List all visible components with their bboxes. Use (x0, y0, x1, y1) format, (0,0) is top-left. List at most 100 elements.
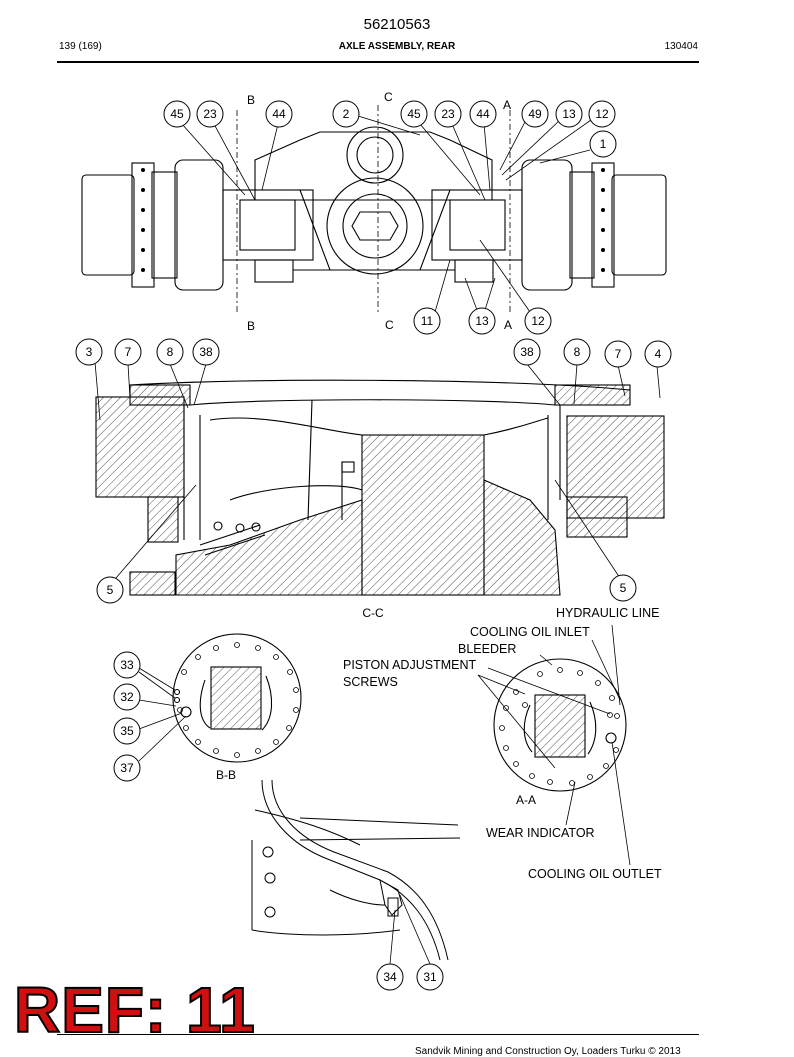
callout-31: 31 (416, 963, 444, 991)
header-rule (57, 61, 699, 63)
footer-copyright: Sandvik Mining and Construction Oy, Load… (415, 1046, 681, 1057)
callout-11: 11 (413, 307, 441, 335)
hub-bolts (141, 168, 605, 272)
svg-text:3: 3 (86, 345, 93, 359)
callout-23b: 23 (434, 100, 462, 128)
callout-23: 23 (196, 100, 224, 128)
date-code: 130404 (664, 41, 698, 52)
callout-7b: 7 (604, 340, 632, 368)
svg-text:7: 7 (615, 347, 622, 361)
svg-text:23: 23 (203, 107, 217, 121)
svg-text:A: A (503, 98, 511, 112)
svg-text:45: 45 (170, 107, 184, 121)
svg-text:12: 12 (595, 107, 609, 121)
label-bleeder: BLEEDER (458, 642, 516, 656)
svg-text:5: 5 (107, 583, 114, 597)
section-cc-label: C-C (362, 606, 384, 620)
label-piston-adjustment: PISTON ADJUSTMENT (343, 658, 476, 672)
callout-4: 4 (644, 340, 672, 368)
callout-13b: 13 (468, 307, 496, 335)
callout-3: 3 (75, 338, 103, 366)
aa-bolt-ring (499, 667, 620, 786)
callout-38b: 38 (513, 338, 541, 366)
callout-2: 2 (332, 100, 360, 128)
svg-text:38: 38 (199, 345, 213, 359)
section-aa-drawing (493, 658, 627, 792)
svg-text:33: 33 (120, 658, 134, 672)
section-cc-callouts: 3 7 8 38 38 8 7 4 5 5 (75, 338, 672, 604)
callout-5b: 5 (609, 574, 637, 602)
svg-text:34: 34 (383, 970, 397, 984)
section-bb-label: B-B (216, 768, 236, 782)
svg-text:4: 4 (655, 347, 662, 361)
svg-text:11: 11 (421, 314, 434, 328)
section-aa-label: A-A (516, 793, 536, 807)
footer-rule (57, 1034, 699, 1035)
label-cooling-oil-inlet: COOLING OIL INLET (470, 625, 590, 639)
svg-text:38: 38 (520, 345, 534, 359)
svg-text:23: 23 (441, 107, 455, 121)
detail-view-drawing (251, 779, 461, 961)
section-aa-leaders (477, 624, 631, 866)
callout-33: 33 (113, 651, 141, 679)
callout-1: 1 (589, 130, 617, 158)
label-screws: SCREWS (343, 675, 398, 689)
svg-text:12: 12 (531, 314, 545, 328)
callout-32: 32 (113, 683, 141, 711)
callout-8b: 8 (563, 338, 591, 366)
callout-37: 37 (113, 754, 141, 782)
svg-text:49: 49 (528, 107, 542, 121)
callout-5: 5 (96, 576, 124, 604)
label-hydraulic-line: HYDRAULIC LINE (556, 606, 660, 620)
top-view-axle (81, 126, 667, 291)
svg-text:13: 13 (562, 107, 576, 121)
svg-text:13: 13 (475, 314, 489, 328)
section-marks: B C A B C A (247, 90, 512, 333)
top-view-callouts: 45 23 44 2 45 23 44 49 13 12 1 11 13 12 (163, 100, 617, 335)
section-bb-callouts: 33 32 35 37 (113, 651, 141, 782)
svg-text:8: 8 (574, 345, 581, 359)
callout-45: 45 (163, 100, 191, 128)
label-cooling-oil-outlet: COOLING OIL OUTLET (528, 867, 662, 881)
detail-view-callouts: 34 31 (376, 963, 444, 991)
page-number: 139 (169) (59, 41, 102, 52)
section-bb-leaders (138, 667, 187, 762)
svg-text:5: 5 (620, 581, 627, 595)
callout-45b: 45 (400, 100, 428, 128)
callout-12: 12 (588, 100, 616, 128)
label-wear-indicator: WEAR INDICATOR (486, 826, 595, 840)
callout-35: 35 (113, 717, 141, 745)
svg-text:1: 1 (600, 137, 607, 151)
svg-text:37: 37 (120, 761, 134, 775)
svg-text:32: 32 (120, 690, 134, 704)
section-bb-drawing (172, 633, 302, 763)
ref-stamp: REF: 11 (13, 974, 256, 1046)
svg-text:8: 8 (167, 345, 174, 359)
callout-12b: 12 (524, 307, 552, 335)
top-view-leaders (181, 115, 592, 313)
svg-text:44: 44 (272, 107, 286, 121)
document-number: 56210563 (363, 16, 431, 33)
section-aa-labels: HYDRAULIC LINE COOLING OIL INLET BLEEDER… (343, 606, 662, 881)
section-cc-leaders (94, 361, 661, 579)
svg-text:C: C (385, 318, 394, 332)
section-cc-drawing (95, 379, 665, 596)
svg-text:31: 31 (423, 970, 437, 984)
page-title: AXLE ASSEMBLY, REAR (338, 41, 456, 52)
callout-44: 44 (265, 100, 293, 128)
callout-13: 13 (555, 100, 583, 128)
callout-8: 8 (156, 338, 184, 366)
callout-49: 49 (521, 100, 549, 128)
detail-view-leaders (389, 894, 431, 965)
svg-text:B: B (247, 93, 255, 107)
svg-text:45: 45 (407, 107, 421, 121)
svg-text:C: C (384, 90, 393, 104)
callout-34: 34 (376, 963, 404, 991)
bb-bolt-ring (177, 642, 299, 758)
svg-text:44: 44 (476, 107, 490, 121)
section-lines (236, 105, 511, 315)
callout-7: 7 (114, 338, 142, 366)
callout-44b: 44 (469, 100, 497, 128)
svg-text:2: 2 (343, 107, 350, 121)
